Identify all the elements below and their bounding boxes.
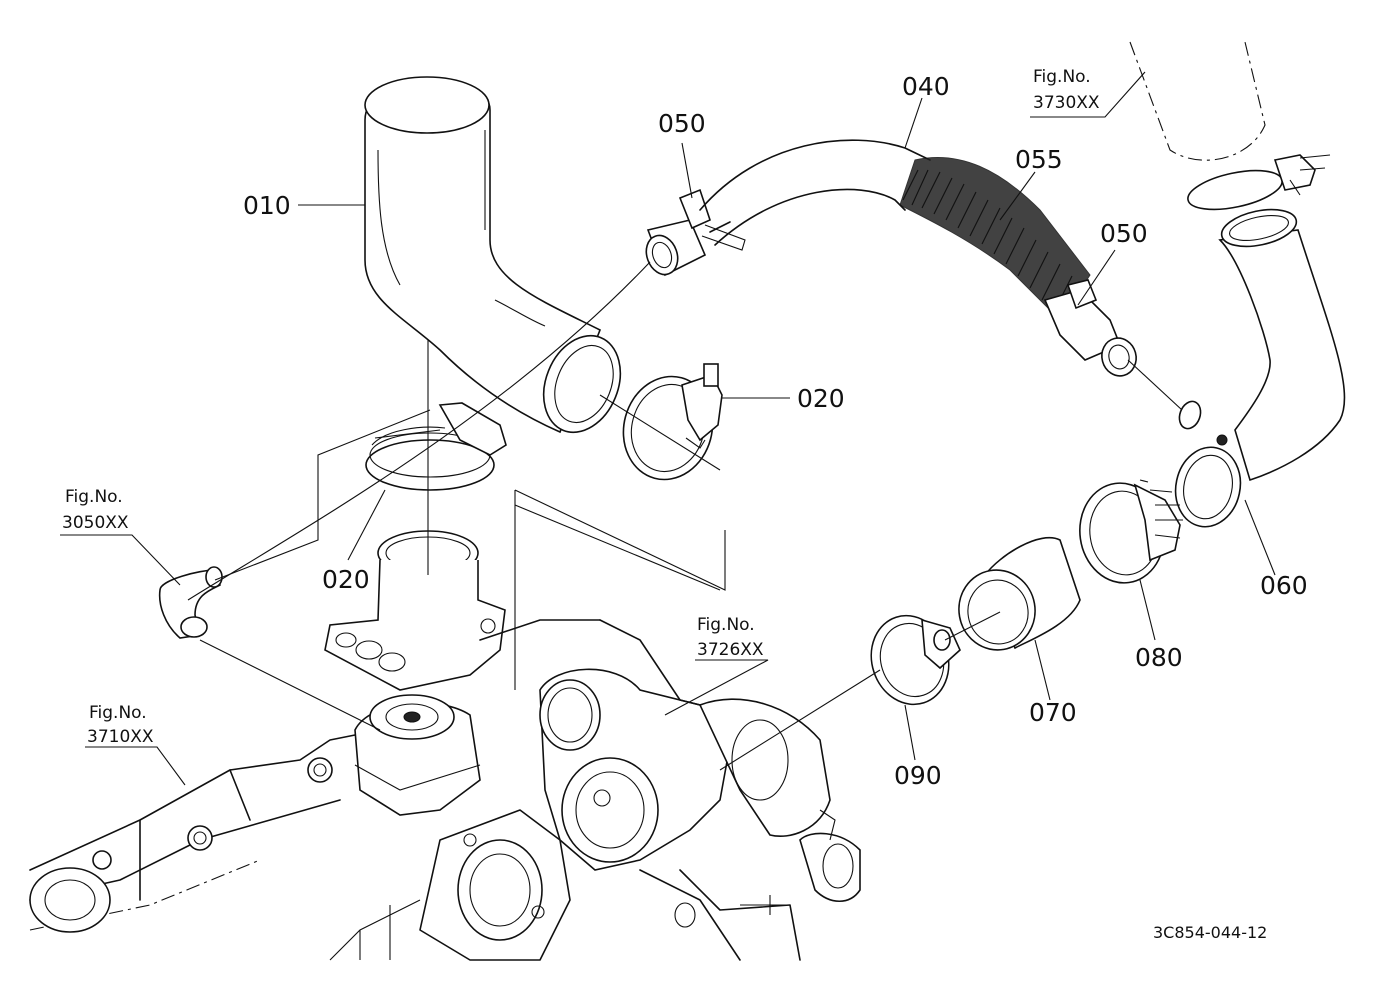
ref-3730-line2: 3730XX (1033, 93, 1100, 113)
part-090-clamp[interactable] (860, 605, 961, 714)
leader-lines (60, 71, 1276, 786)
alignment-lines (187, 261, 1183, 771)
part-020-hose-clamp-right[interactable] (612, 363, 724, 490)
part-050-clamp-right[interactable] (1043, 279, 1140, 380)
part-020-hose-clamp-left[interactable] (365, 402, 507, 491)
upper-clamp-3730 (1187, 154, 1331, 211)
ref-3050-line1: Fig.No. (65, 487, 123, 507)
label-010: 010 (243, 191, 291, 220)
ref-3730-line1: Fig.No. (1033, 67, 1091, 87)
part-labels: 010 020 020 040 050 050 055 060 070 080 … (243, 72, 1308, 790)
part-010-elbow-pipe[interactable] (364, 76, 634, 444)
label-050-left: 050 (658, 109, 706, 138)
label-055: 055 (1015, 145, 1063, 174)
label-050-right: 050 (1100, 219, 1148, 248)
label-090: 090 (894, 761, 942, 790)
label-080: 080 (1135, 643, 1183, 672)
ref-3710-line1: Fig.No. (89, 703, 147, 723)
part-060-upper-elbow[interactable] (1168, 203, 1346, 532)
water-outlet (354, 694, 481, 816)
air-cleaner-outline (1129, 41, 1266, 161)
label-060: 060 (1260, 571, 1308, 600)
part-050-clamp-left[interactable] (641, 188, 746, 279)
label-040: 040 (902, 72, 950, 101)
ref-3710-line2: 3710XX (87, 727, 154, 747)
label-020-right: 020 (797, 384, 845, 413)
breather-pipe-3050 (158, 566, 223, 639)
drawing-code: 3C854-044-12 (1153, 923, 1267, 942)
ref-3050-line2: 3050XX (62, 513, 129, 533)
intake-flange (324, 530, 506, 691)
label-070: 070 (1029, 698, 1077, 727)
ref-3726-line2: 3726XX (697, 640, 764, 660)
cylinder-head (29, 619, 801, 961)
part-070-hose[interactable] (953, 537, 1081, 656)
part-040-breather-hose[interactable] (699, 139, 931, 246)
ref-3726-line1: Fig.No. (697, 615, 755, 635)
turbocharger (539, 668, 861, 903)
label-020-left: 020 (322, 565, 370, 594)
part-080-clamp[interactable] (1073, 478, 1183, 589)
figure-references: Fig.No. 3730XX Fig.No. 3050XX Fig.No. 37… (62, 67, 1100, 747)
